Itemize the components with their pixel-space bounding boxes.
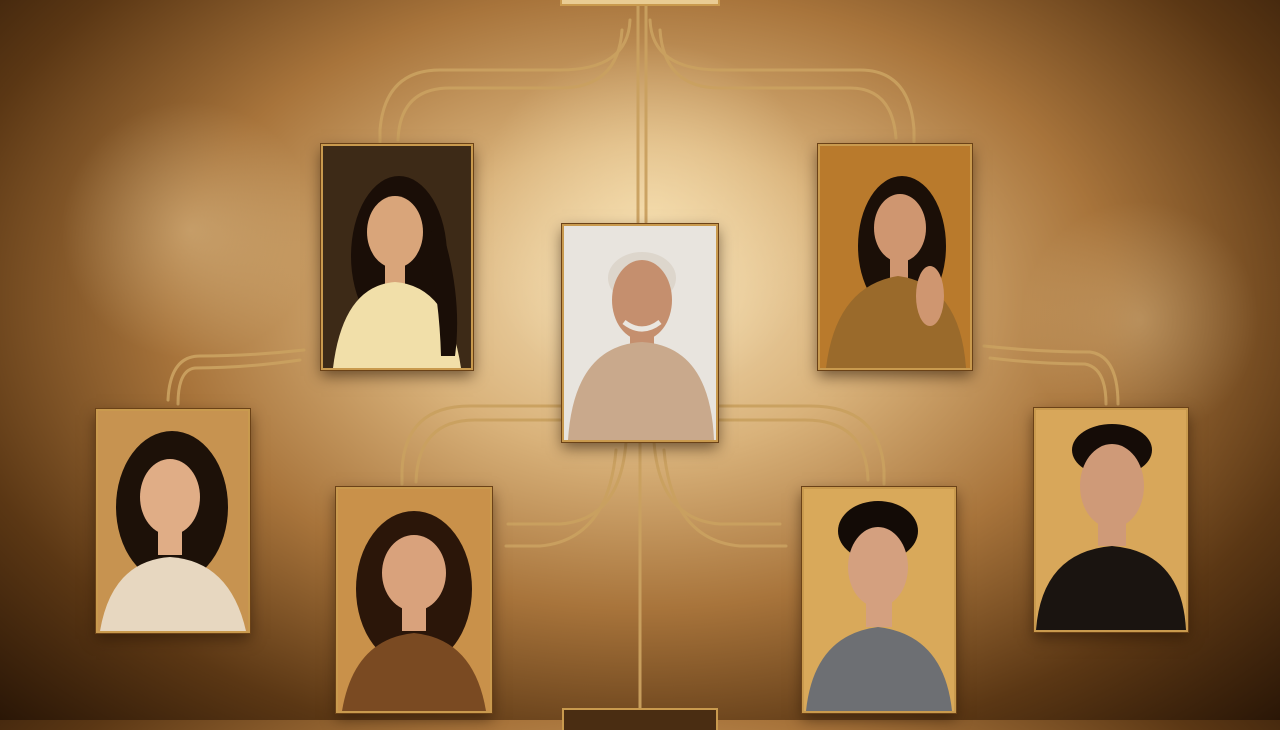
portrait-card-mid-man-right [1034, 408, 1188, 632]
portrait-card-low-woman-left [336, 487, 492, 713]
portrait-card-low-man-right [802, 487, 956, 713]
portrait-photo [98, 411, 248, 631]
portrait-card-top-woman-right [818, 144, 972, 370]
portrait-photo [820, 146, 970, 368]
portrait-card-top-woman-left [321, 144, 473, 370]
portrait-photo [1036, 410, 1186, 630]
portrait-photo [804, 489, 954, 711]
portrait-photo [323, 146, 471, 368]
portrait-photo [338, 489, 490, 711]
top-partial-card [560, 0, 720, 6]
portrait-card-center-elder [562, 224, 718, 442]
portrait-card-mid-woman-left [96, 409, 250, 633]
bottom-partial-card [562, 708, 718, 730]
portrait-photo [564, 226, 716, 440]
